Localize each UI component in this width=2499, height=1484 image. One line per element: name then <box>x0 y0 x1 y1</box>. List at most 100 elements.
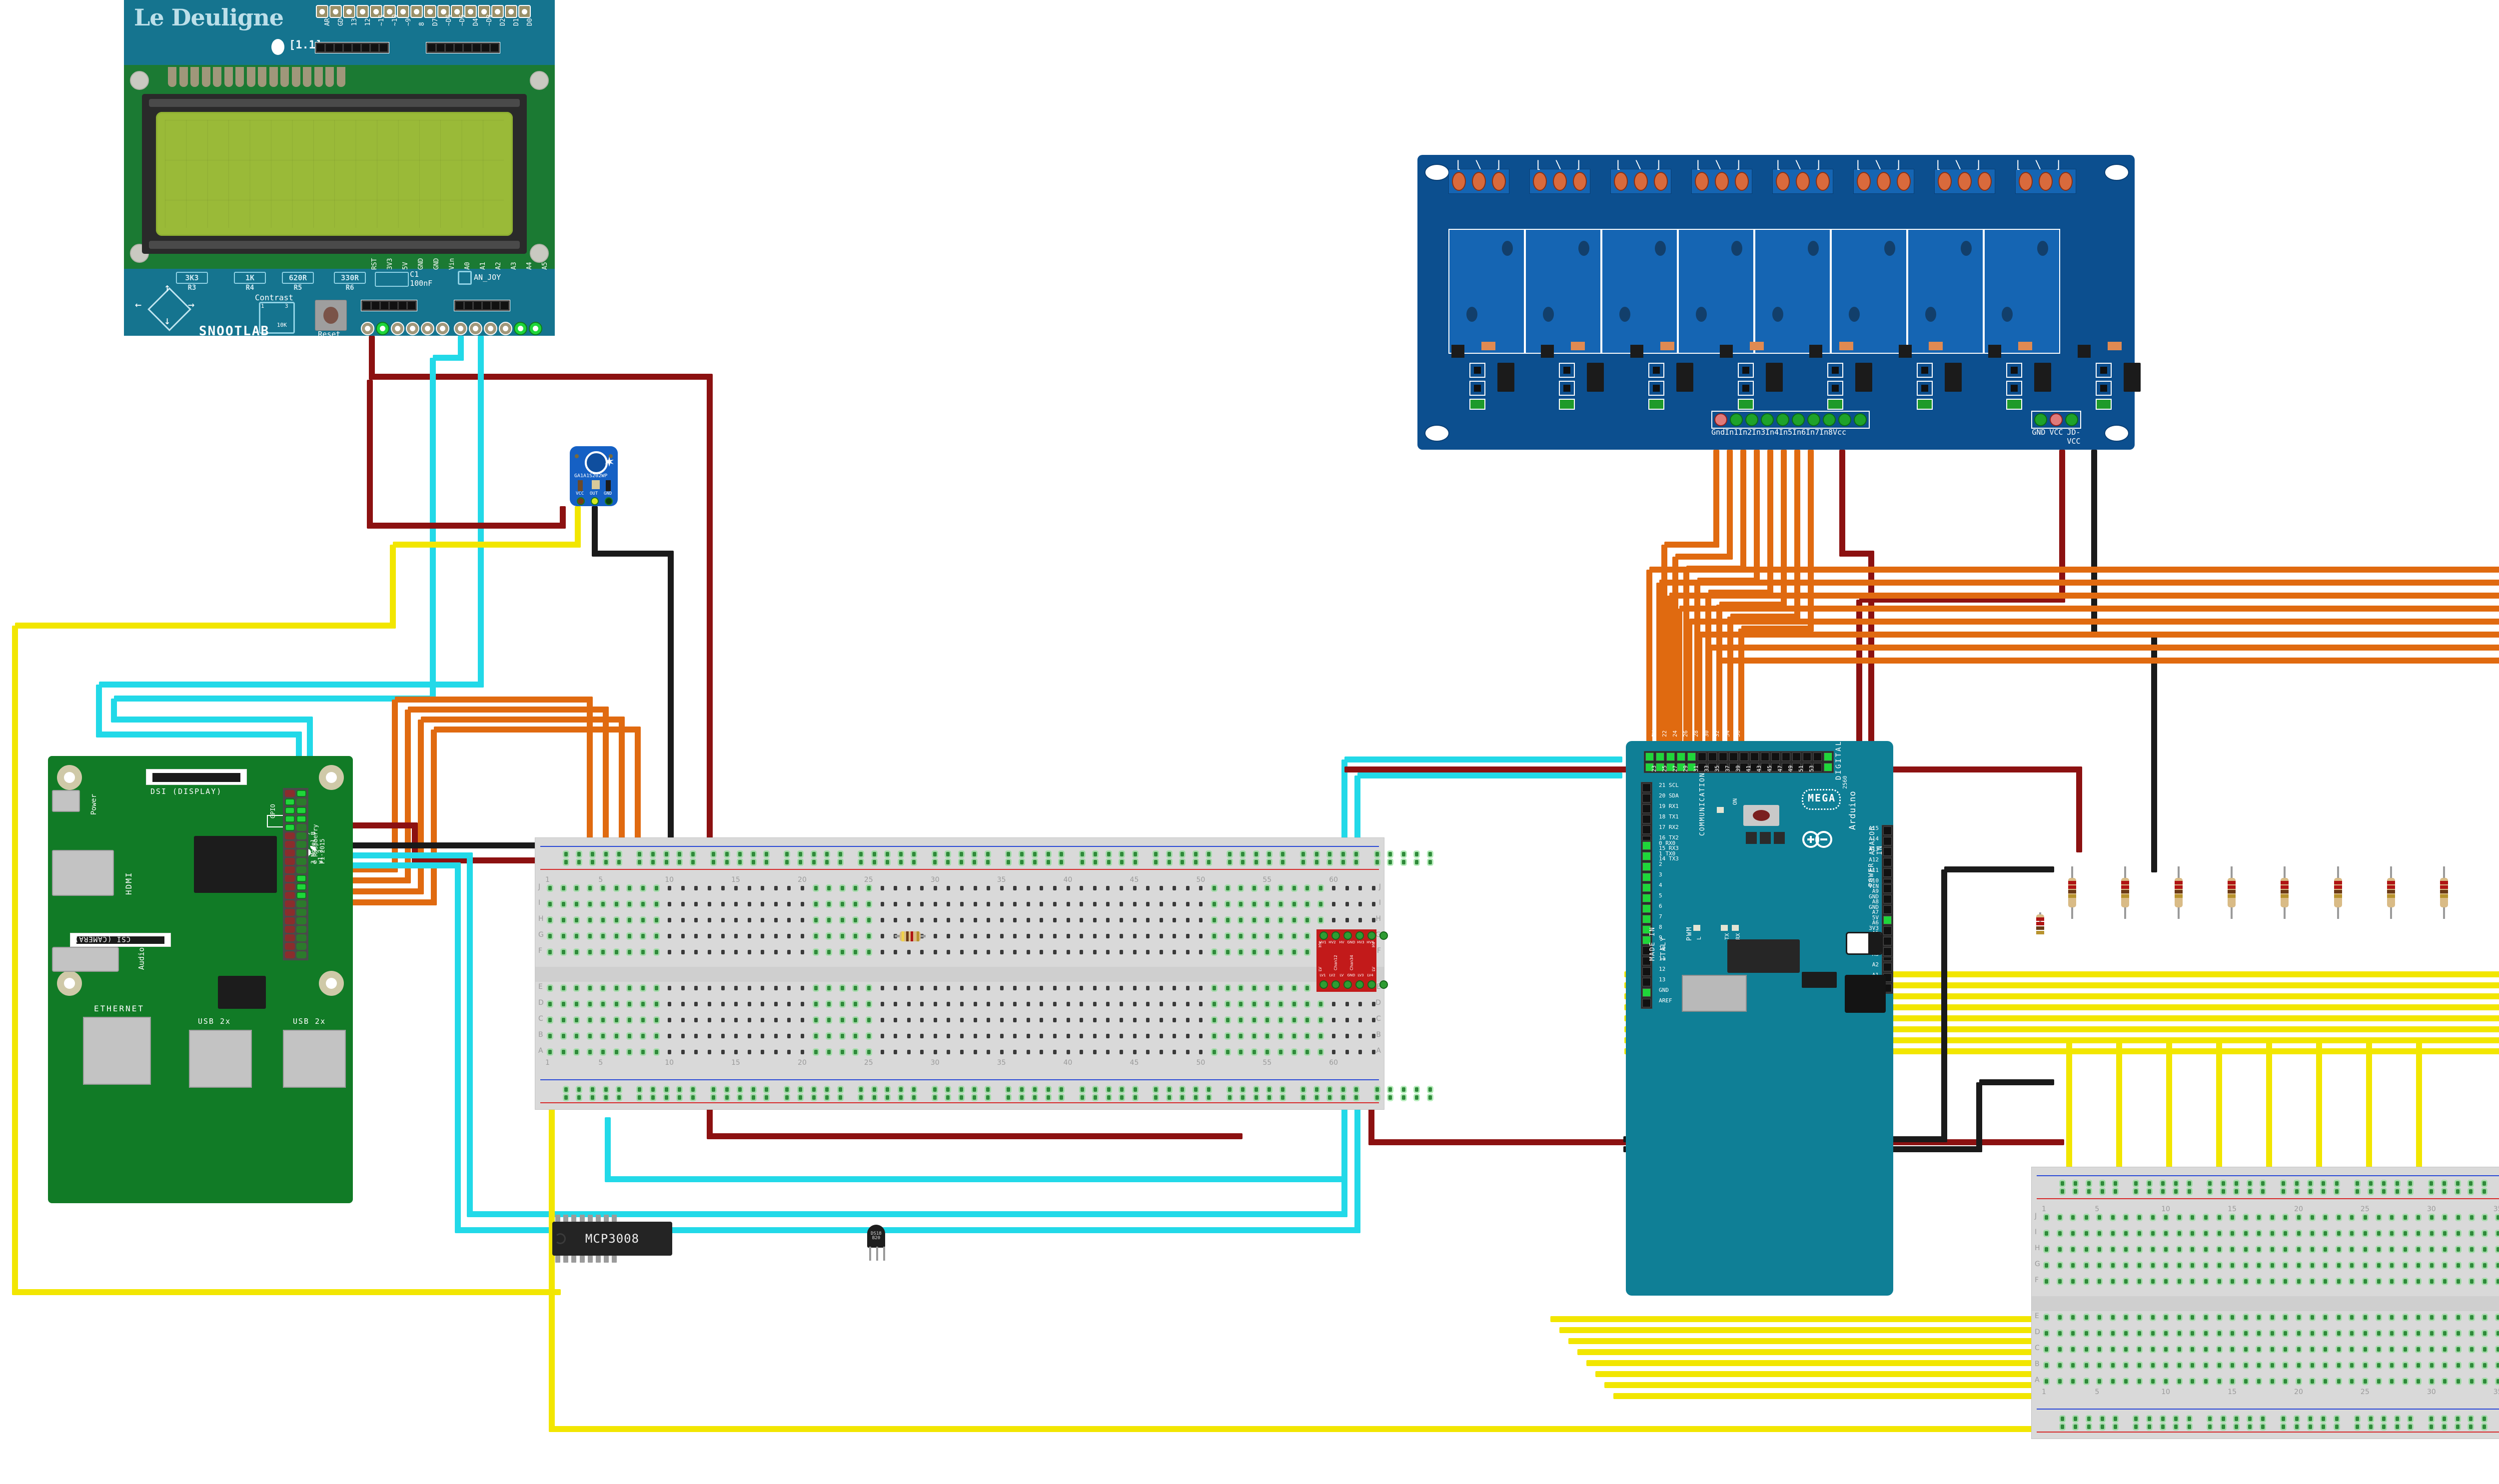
breadboard-hole-r0-c48[interactable] <box>1173 886 1177 890</box>
breadboard-hole-r0-c29[interactable] <box>2417 1215 2421 1220</box>
breadboard-hole-r1-c24[interactable] <box>854 902 858 906</box>
breadboard-hole-r6-c6[interactable] <box>614 1002 618 1006</box>
breadboard-rail-hole-3-5-4[interactable] <box>986 1095 990 1100</box>
breadboard-rail-hole-0-5-0[interactable] <box>2429 1181 2433 1186</box>
breadboard-hole-r8-c26[interactable] <box>880 1034 884 1038</box>
breadboard-hole-r8-c33[interactable] <box>2470 1363 2474 1368</box>
gpio-pin-31[interactable] <box>285 917 295 924</box>
breadboard-hole-r0-c7[interactable] <box>2124 1215 2128 1220</box>
breadboard-hole-r1-c53[interactable] <box>1239 902 1243 906</box>
breadboard-hole-r1-c59[interactable] <box>1318 902 1322 906</box>
breadboard-hole-r7-c5[interactable] <box>601 1018 605 1022</box>
breadboard-hole-r0-c16[interactable] <box>747 886 751 890</box>
breadboard-rail-hole-2-0-1[interactable] <box>577 1087 581 1092</box>
breadboard-hole-r8-c9[interactable] <box>654 1034 658 1038</box>
breadboard-hole-r3-c32[interactable] <box>960 934 964 938</box>
breadboard-rail-hole-3-6-2[interactable] <box>1033 1095 1037 1100</box>
breadboard-rail-hole-3-0-2[interactable] <box>591 1095 595 1100</box>
mcp3008-adc-chip[interactable]: MCP3008 <box>552 1215 672 1263</box>
breadboard-hole-r8-c42[interactable] <box>1093 1034 1097 1038</box>
breadboard-rail-hole-0-9-1[interactable] <box>1241 852 1245 856</box>
breadboard-hole-r1-c43[interactable] <box>1106 902 1110 906</box>
breadboard-rail-hole-2-0-4[interactable] <box>2114 1417 2118 1421</box>
breadboard-hole-r1-c25[interactable] <box>867 902 871 906</box>
breadboard-rail-hole-3-5-4[interactable] <box>2482 1425 2486 1429</box>
breadboard-rail-hole-0-2-0[interactable] <box>2208 1181 2212 1186</box>
breadboard-hole-r3-c17[interactable] <box>761 934 765 938</box>
gpio-pin-13[interactable] <box>285 841 295 848</box>
breadboard-hole-r1-c56[interactable] <box>1278 902 1282 906</box>
breadboard-hole-r9-c11[interactable] <box>681 1050 685 1054</box>
breadboard-hole-r7-c45[interactable] <box>1133 1018 1137 1022</box>
breadboard-hole-r2-c6[interactable] <box>2111 1247 2115 1252</box>
mega-digital-pin-bot-4[interactable] <box>1687 763 1696 771</box>
breadboard-hole-r4-c13[interactable] <box>2204 1279 2208 1284</box>
breadboard-rail-hole-2-3-4[interactable] <box>838 1087 842 1092</box>
breadboard-rail-hole-3-7-0[interactable] <box>1080 1095 1084 1100</box>
breadboard-hole-r2-c23[interactable] <box>840 918 844 922</box>
breadboard-rail-hole-1-5-0[interactable] <box>933 860 937 864</box>
breadboard-rail-hole-0-6-2[interactable] <box>1033 852 1037 856</box>
breadboard-hole-r9-c60[interactable] <box>1332 1050 1336 1054</box>
breadboard-rail-hole-3-4-1[interactable] <box>872 1095 876 1100</box>
breadboard-hole-r3-c50[interactable] <box>1199 934 1203 938</box>
breadboard-rail-hole-1-1-3[interactable] <box>2174 1189 2178 1194</box>
breadboard-hole-r7-c51[interactable] <box>1213 1018 1217 1022</box>
breadboard-hole-r7-c30[interactable] <box>933 1018 937 1022</box>
breadboard-rail-hole-0-1-4[interactable] <box>691 852 695 856</box>
breadboard-hole-r0-c31[interactable] <box>2443 1215 2447 1220</box>
breadboard-hole-r0-c12[interactable] <box>2191 1215 2195 1220</box>
breadboard-hole-r1-c34[interactable] <box>987 902 991 906</box>
mega-digital-col-10[interactable] <box>1749 751 1760 772</box>
breadboard-hole-r8-c13[interactable] <box>2204 1363 2208 1368</box>
breadboard-hole-r2-c4[interactable] <box>588 918 592 922</box>
breadboard-hole-r8-c48[interactable] <box>1173 1034 1177 1038</box>
breadboard-hole-r4-c14[interactable] <box>2217 1279 2221 1284</box>
breadboard-hole-r9-c2[interactable] <box>2058 1379 2062 1384</box>
breadboard-rail-hole-2-5-0[interactable] <box>2429 1417 2433 1421</box>
breadboard-rail-hole-1-9-1[interactable] <box>1241 860 1245 864</box>
breadboard-hole-r4-c46[interactable] <box>1146 950 1150 954</box>
breadboard-hole-r9-c18[interactable] <box>2270 1379 2274 1384</box>
breadboard-hole-r7-c13[interactable] <box>2204 1347 2208 1352</box>
breadboard-hole-r8-c55[interactable] <box>1265 1034 1269 1038</box>
mega-power-pin-GND[interactable] <box>1883 895 1892 903</box>
breadboard-hole-r7-c12[interactable] <box>2191 1347 2195 1352</box>
breadboard-hole-r3-c13[interactable] <box>707 934 711 938</box>
breadboard-hole-r0-c24[interactable] <box>854 886 858 890</box>
breadboard-hole-r1-c19[interactable] <box>787 902 791 906</box>
breadboard-hole-r5-c32[interactable] <box>960 986 964 990</box>
breadboard-hole-r6-c32[interactable] <box>960 1002 964 1006</box>
breadboard-hole-r6-c62[interactable] <box>1358 1002 1362 1006</box>
breadboard-hole-r9-c35[interactable] <box>1000 1050 1004 1054</box>
breadboard-rail-hole-2-11-1[interactable] <box>1388 1087 1392 1092</box>
ethernet-port[interactable] <box>83 1017 151 1085</box>
breadboard-hole-r6-c55[interactable] <box>1265 1002 1269 1006</box>
breadboard-rail-hole-0-7-1[interactable] <box>1094 852 1098 856</box>
breadboard-hole-r3-c23[interactable] <box>840 934 844 938</box>
breadboard-hole-r6-c12[interactable] <box>2191 1331 2195 1336</box>
breadboard-hole-r6-c20[interactable] <box>801 1002 805 1006</box>
breadboard-hole-r7-c58[interactable] <box>1305 1018 1309 1022</box>
breadboard-hole-r4-c1[interactable] <box>548 950 552 954</box>
breadboard-hole-r5-c8[interactable] <box>641 986 645 990</box>
breadboard-hole-r1-c27[interactable] <box>2390 1231 2394 1236</box>
breadboard-hole-r9-c3[interactable] <box>2071 1379 2075 1384</box>
breadboard-rail-hole-3-5-2[interactable] <box>959 1095 963 1100</box>
breadboard-hole-r5-c10[interactable] <box>668 986 672 990</box>
breadboard-hole-r4-c19[interactable] <box>2284 1279 2288 1284</box>
mega-digital-pin-top-26[interactable] <box>1677 752 1685 761</box>
breadboard-hole-r7-c14[interactable] <box>2217 1347 2221 1352</box>
breadboard-hole-r0-c22[interactable] <box>2324 1215 2328 1220</box>
breadboard-hole-r2-c18[interactable] <box>2270 1247 2274 1252</box>
breadboard-hole-r1-c3[interactable] <box>575 902 579 906</box>
breadboard-hole-r9-c16[interactable] <box>2244 1379 2248 1384</box>
breadboard-rail-hole-2-9-2[interactable] <box>1254 1087 1258 1092</box>
breadboard-hole-r3-c34[interactable] <box>987 934 991 938</box>
breadboard-rail-hole-3-4-2[interactable] <box>886 1095 890 1100</box>
relay-signal-header[interactable] <box>1711 411 1870 429</box>
breadboard-hole-r5-c55[interactable] <box>1265 986 1269 990</box>
breadboard-hole-r3-c32[interactable] <box>2457 1263 2460 1268</box>
breadboard-hole-r2-c17[interactable] <box>2257 1247 2261 1252</box>
mega-digital-pin-bot-0[interactable] <box>1645 763 1654 771</box>
